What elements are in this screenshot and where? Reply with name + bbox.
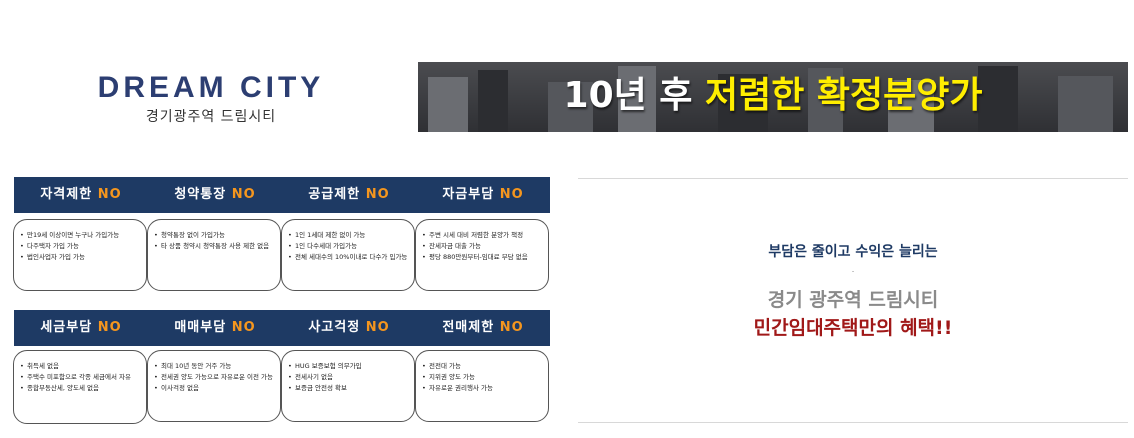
card-item: 전전대 가능: [422, 361, 542, 372]
banner-headline: 10년 후 저렴한 확정분양가: [418, 74, 1128, 118]
card-resale: 전매제한 NO 전전대 가능 지위권 양도 가능 자유로운 권리행사 가능: [415, 310, 550, 422]
card-accident: 사고걱정 NO HUG 보증보험 의무가입 전세사기 없음 보증금 안전성 확보: [281, 310, 416, 422]
card-trading: 매매부담 NO 최대 10년 동안 거주 가능 전세권 양도 가능으로 자유로운…: [147, 310, 282, 422]
card-header: 전매제한 NO: [416, 310, 550, 346]
logo: DREAM CITY 경기광주역 드림시티: [80, 72, 342, 126]
card-no: NO: [499, 320, 524, 335]
building-shape: [808, 68, 843, 132]
card-item: 자유로운 권리행사 가능: [422, 383, 542, 394]
card-body: 취득세 없음 주택수 미포함으로 각종 세금에서 자유 종합부동산세, 양도세 …: [13, 350, 147, 424]
card-item: 잔세자금 대출 가능: [422, 241, 542, 252]
card-item: 법인사업자 가입 가능: [20, 252, 140, 263]
card-header: 공급제한 NO: [282, 177, 416, 213]
card-item: 1인 다수세대 가입가능: [288, 241, 408, 252]
card-body: 1인 1세대 제한 없이 가능 1인 다수세대 가입가능 전체 세대수의 10%…: [281, 219, 415, 291]
card-item: 타 상품 청약시 청약통장 사용 제한 없음: [154, 241, 274, 252]
building-shape: [428, 77, 468, 132]
card-body: 전전대 가능 지위권 양도 가능 자유로운 권리행사 가능: [415, 350, 549, 422]
card-no: NO: [231, 320, 256, 335]
card-header: 청약통장 NO: [148, 177, 282, 213]
card-item: 지위권 양도 가능: [422, 372, 542, 383]
benefit-brand: 경기 광주역 드림시티: [767, 289, 939, 311]
card-title: 청약통장: [174, 187, 227, 202]
card-item: 전세사기 없음: [288, 372, 408, 383]
building-shape: [978, 66, 1018, 132]
building-shape: [478, 70, 508, 132]
banner: 10년 후 저렴한 확정분양가: [418, 62, 1128, 132]
card-item: 보증금 안전성 확보: [288, 383, 408, 394]
banner-headline-white: 10년 후: [563, 75, 705, 116]
logo-title: DREAM CITY: [97, 71, 325, 104]
card-body: 청약통장 없이 가입가능 타 상품 청약시 청약통장 사용 제한 없음: [147, 219, 281, 291]
card-title: 매매부담: [174, 320, 227, 335]
card-item: 주택수 미포함으로 각종 세금에서 자유: [20, 372, 140, 383]
card-title: 전매제한: [442, 320, 495, 335]
card-no: NO: [231, 187, 256, 202]
card-item: 다주택자 가입 가능: [20, 241, 140, 252]
card-item: 전체 세대수의 10%이내로 다수가 입가능: [288, 252, 408, 263]
card-supply: 공급제한 NO 1인 1세대 제한 없이 가능 1인 다수세대 가입가능 전체 …: [281, 177, 416, 291]
card-item: 종합부동산세, 양도세 없음: [20, 383, 140, 394]
logo-subtitle: 경기광주역 드림시티: [145, 109, 277, 125]
building-shape: [548, 82, 593, 132]
card-item: 전세권 양도 가능으로 자유로운 이전 가능: [154, 372, 274, 383]
card-qualification: 자격제한 NO 만19세 이상이면 누구나 가입가능 다주택자 가입 가능 법인…: [13, 177, 148, 291]
card-item: HUG 보증보험 의무가입: [288, 361, 408, 372]
building-shape: [718, 74, 768, 132]
card-item: 주변 시세 대비 저렴한 분양가 책정: [422, 230, 542, 241]
card-item: 청약통장 없이 가입가능: [154, 230, 274, 241]
card-header: 사고걱정 NO: [282, 310, 416, 346]
card-item: 평당 880만원부터-임대료 부담 없음: [422, 252, 542, 263]
card-body: 주변 시세 대비 저렴한 분양가 책정 잔세자금 대출 가능 평당 880만원부…: [415, 219, 549, 291]
banner-headline-yellow: 저렴한 확정분양가: [704, 75, 983, 116]
card-title: 자격제한: [40, 187, 93, 202]
card-item: 이사걱정 없음: [154, 383, 274, 394]
card-title: 자금부담: [442, 187, 495, 202]
card-header: 세금부담 NO: [14, 310, 148, 346]
card-subscription: 청약통장 NO 청약통장 없이 가입가능 타 상품 청약시 청약통장 사용 제한…: [147, 177, 282, 291]
card-title: 사고걱정: [308, 320, 361, 335]
building-shape: [888, 80, 934, 132]
card-body: 최대 10년 동안 거주 가능 전세권 양도 가능으로 자유로운 이전 가능 이…: [147, 350, 281, 422]
card-header: 자금부담 NO: [416, 177, 550, 213]
building-shape: [618, 66, 656, 132]
building-shape: [1058, 76, 1113, 132]
card-header: 매매부담 NO: [148, 310, 282, 346]
card-body: 만19세 이상이면 누구나 가입가능 다주택자 가입 가능 법인사업자 가입 가…: [13, 219, 147, 291]
card-title: 세금부담: [40, 320, 93, 335]
card-no: NO: [365, 320, 390, 335]
card-no: NO: [97, 320, 122, 335]
benefit-headline: 민간임대주택만의 혜택!!: [753, 317, 953, 339]
card-item: 최대 10년 동안 거주 가능: [154, 361, 274, 372]
card-no: NO: [499, 187, 524, 202]
card-header: 자격제한 NO: [14, 177, 148, 213]
card-item: 만19세 이상이면 누구나 가입가능: [20, 230, 140, 241]
benefit-tagline: 부담은 줄이고 수익은 늘리는: [768, 244, 938, 260]
benefit-panel: 부담은 줄이고 수익은 늘리는 . 경기 광주역 드림시티 민간임대주택만의 혜…: [578, 178, 1128, 423]
card-title: 공급제한: [308, 187, 361, 202]
card-no: NO: [97, 187, 122, 202]
benefit-dot: .: [851, 265, 855, 274]
card-item: 취득세 없음: [20, 361, 140, 372]
card-tax: 세금부담 NO 취득세 없음 주택수 미포함으로 각종 세금에서 자유 종합부동…: [13, 310, 148, 424]
card-funding: 자금부담 NO 주변 시세 대비 저렴한 분양가 책정 잔세자금 대출 가능 평…: [415, 177, 550, 291]
card-body: HUG 보증보험 의무가입 전세사기 없음 보증금 안전성 확보: [281, 350, 415, 422]
card-no: NO: [365, 187, 390, 202]
card-item: 1인 1세대 제한 없이 가능: [288, 230, 408, 241]
